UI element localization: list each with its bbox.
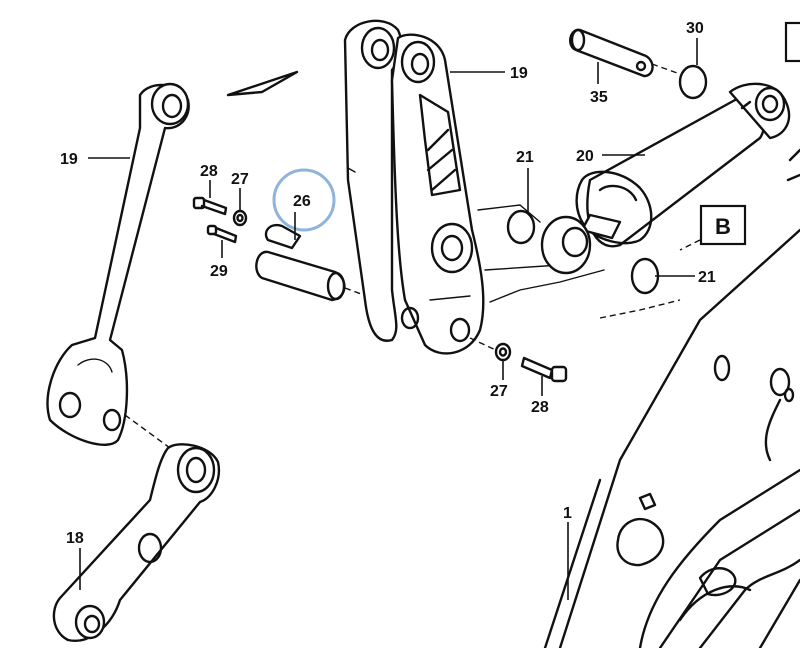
callout-21-top: 21	[516, 149, 534, 166]
callout-28-bottom: 28	[531, 399, 549, 416]
bolt-28-lower	[520, 356, 568, 383]
reference-lines	[429, 204, 681, 353]
callout-26: 26	[293, 193, 311, 210]
highlight-ring	[272, 168, 336, 232]
link-18	[52, 414, 221, 642]
callout-35: 35	[590, 89, 608, 106]
pin-26	[255, 223, 373, 302]
callout-19-top: 19	[510, 65, 528, 82]
link-rod-19-left	[46, 82, 190, 446]
view-b-label: B	[715, 214, 731, 239]
callout-18: 18	[66, 530, 84, 547]
washer-27-lower	[494, 342, 512, 362]
washer-27-upper	[232, 209, 248, 227]
callout-29: 29	[210, 263, 228, 280]
o-ring-21-upper	[506, 209, 536, 245]
bolt-28-upper	[192, 196, 228, 216]
callout-20: 20	[576, 148, 594, 165]
callout-1: 1	[563, 505, 572, 522]
callout-19-left: 19	[60, 151, 78, 168]
callout-labels: 19 19 30 35 21 20 21 28 27 26 29 27 28 1…	[60, 20, 716, 547]
lift-arm-19-center	[343, 19, 485, 355]
bolt-29	[206, 224, 238, 244]
callout-27-bottom: 27	[490, 383, 508, 400]
view-marker-c: C	[784, 21, 800, 63]
cylinder-20	[540, 82, 791, 275]
callout-30: 30	[686, 20, 704, 37]
pin-35	[569, 28, 681, 78]
frame-1	[543, 148, 800, 648]
callout-21-right: 21	[698, 269, 716, 286]
direction-arrow-icon	[226, 70, 299, 97]
callout-28-top: 28	[200, 163, 218, 180]
o-ring-30	[678, 64, 708, 100]
o-ring-21-lower	[630, 257, 660, 295]
view-marker-b: B	[679, 204, 747, 251]
callout-27-top: 27	[231, 171, 249, 188]
leader-lines	[79, 38, 698, 600]
